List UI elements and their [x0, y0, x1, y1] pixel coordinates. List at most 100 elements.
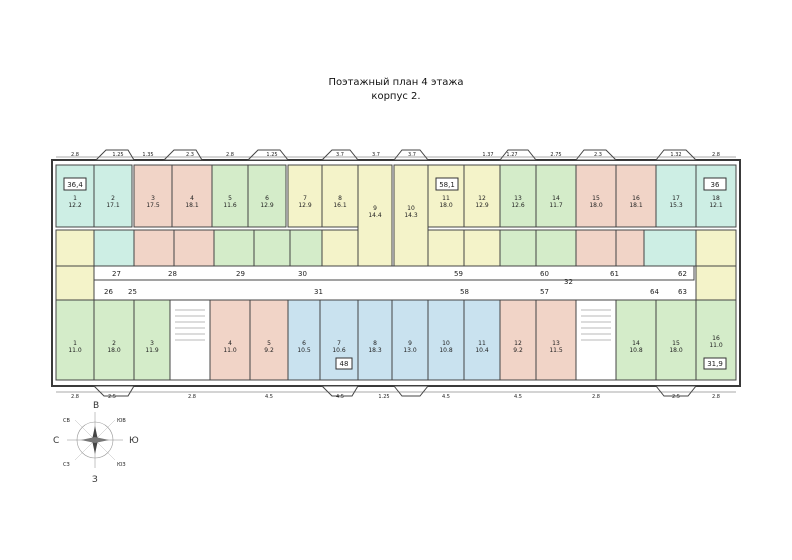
room-number: 15 — [592, 195, 600, 202]
room-number: 1 — [73, 195, 77, 202]
room-number: 9 — [373, 205, 377, 212]
corridor-number: 64 — [650, 288, 659, 296]
plan-subtitle: корпус 2. — [371, 91, 421, 102]
room-number: 16 — [632, 195, 640, 202]
corridor-number: 63 — [678, 288, 687, 296]
room-number: 4 — [190, 195, 194, 202]
room-top-strip-16[interactable] — [695, 229, 737, 267]
room-area: 18.0 — [107, 347, 121, 354]
room-bottom-12[interactable] — [499, 299, 537, 381]
room-area: 12.6 — [511, 202, 525, 209]
room-top-3[interactable] — [133, 164, 173, 228]
bay-top-3 — [246, 149, 290, 161]
room-bottom-15[interactable] — [655, 299, 697, 381]
room-top-15[interactable] — [575, 164, 617, 228]
room-number: 10 — [442, 340, 450, 347]
room-bottom-strip-1[interactable] — [55, 265, 95, 301]
room-number: 5 — [267, 340, 271, 347]
room-top-1[interactable] — [55, 164, 95, 228]
room-bottom-2[interactable] — [93, 299, 135, 381]
corridor-number: 28 — [168, 270, 177, 278]
room-area: 18.1 — [185, 202, 199, 209]
room-top-strip-5[interactable] — [213, 229, 255, 267]
room-top-strip-8[interactable] — [321, 229, 359, 267]
room-top-17[interactable] — [655, 164, 697, 228]
dim-label: 1.37 — [482, 152, 493, 158]
room-number: 15 — [672, 340, 680, 347]
dim-label: 2.3 — [594, 152, 602, 158]
room-top-10[interactable] — [393, 164, 429, 276]
room-top-strip-13[interactable] — [575, 229, 617, 267]
area-box-5 — [703, 357, 727, 370]
dim-label: 4.5 — [514, 394, 522, 400]
room-top-strip-12[interactable] — [535, 229, 577, 267]
room-number: 5 — [228, 195, 232, 202]
corridor-number: 58 — [460, 288, 469, 296]
room-area: 15.3 — [669, 202, 683, 209]
room-top-5[interactable] — [211, 164, 249, 228]
room-area: 12.9 — [475, 202, 489, 209]
room-top-strip-11[interactable] — [499, 229, 537, 267]
room-area: 11.0 — [68, 347, 82, 354]
room-number: 6 — [265, 195, 269, 202]
area-label-319: 31,9 — [707, 360, 723, 368]
corridor-numbers: 27 28 29 30 31 59 60 61 62 26 25 58 57 6… — [104, 270, 687, 296]
room-top-13[interactable] — [499, 164, 537, 228]
room-area: 18.0 — [439, 202, 453, 209]
dim-label: 2.8 — [71, 394, 79, 400]
room-top-strip-7[interactable] — [289, 229, 323, 267]
room-top-11[interactable] — [427, 164, 465, 228]
corridor-number: 62 — [678, 270, 687, 278]
room-top-strip-15[interactable] — [643, 229, 697, 267]
bay-top-5 — [392, 149, 430, 161]
dim-label: 1.35 — [142, 152, 153, 158]
room-area: 10.4 — [475, 347, 489, 354]
room-number: 3 — [150, 340, 154, 347]
room-top-strip-4[interactable] — [173, 229, 215, 267]
room-bottom-6[interactable] — [287, 299, 321, 381]
room-number: 8 — [373, 340, 377, 347]
room-area: 13.0 — [403, 347, 417, 354]
room-area: 11.6 — [223, 202, 237, 209]
room-top-strip-14[interactable] — [615, 229, 645, 267]
plan-title: Поэтажный план 4 этажа — [328, 77, 464, 88]
corridor-number: 26 — [104, 288, 113, 296]
room-area: 18.0 — [589, 202, 603, 209]
room-top-18[interactable] — [695, 164, 737, 228]
room-area: 14.3 — [404, 212, 418, 219]
room-bottom-10[interactable] — [427, 299, 465, 381]
room-bottom-4[interactable] — [209, 299, 251, 381]
room-area: 17.5 — [146, 202, 160, 209]
room-top-strip-2[interactable] — [93, 229, 135, 267]
room-bottom-11[interactable] — [463, 299, 501, 381]
room-number: 13 — [514, 195, 522, 202]
room-bottom-1[interactable] — [55, 299, 95, 381]
room-bottom-9[interactable] — [391, 299, 429, 381]
area-box-4 — [335, 357, 353, 370]
room-top-strip-10[interactable] — [463, 229, 501, 267]
room-top-2[interactable] — [93, 164, 133, 228]
room-top-strip-6[interactable] — [253, 229, 291, 267]
room-top-9[interactable] — [357, 164, 393, 276]
room-area: 18.3 — [368, 347, 382, 354]
room-bottom-3[interactable] — [133, 299, 171, 381]
room-bottom-strip-2[interactable] — [695, 265, 737, 301]
dim-label: 2.8 — [592, 394, 600, 400]
room-top-strip-9[interactable] — [427, 229, 465, 267]
room-top-6[interactable] — [247, 164, 287, 228]
room-area: 9.2 — [264, 347, 274, 354]
dim-label: 1.27 — [506, 152, 517, 158]
room-area: 17.1 — [106, 202, 120, 209]
room-area: 18.0 — [669, 347, 683, 354]
room-top-7[interactable] — [287, 164, 323, 228]
room-top-strip-3[interactable] — [133, 229, 175, 267]
area-box-2 — [435, 177, 459, 191]
dimensions-bottom: 2.8 2.5 2.8 4.5 4.5 1.25 4.5 4.5 2.8 2.5… — [56, 391, 736, 400]
corridor-number: 60 — [540, 270, 549, 278]
room-area: 10.8 — [439, 347, 453, 354]
room-bottom-8[interactable] — [357, 299, 393, 381]
bays — [92, 149, 698, 397]
room-top-strip-1[interactable] — [55, 229, 95, 267]
room-number: 7 — [337, 340, 341, 347]
room-bottom-5[interactable] — [249, 299, 289, 381]
